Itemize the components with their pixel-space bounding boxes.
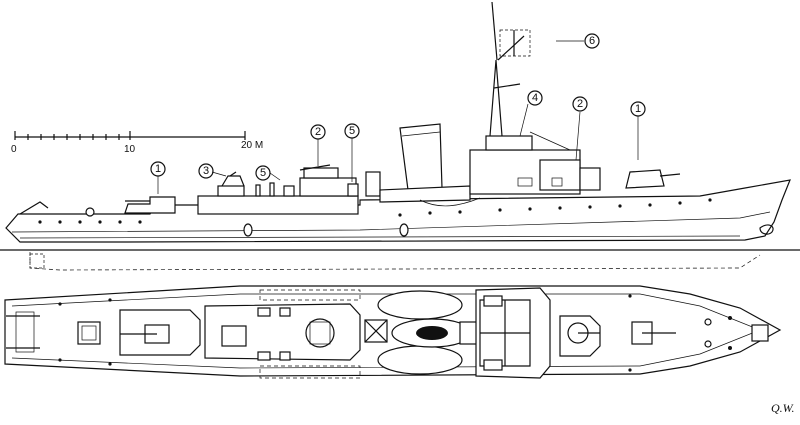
side-profile (0, 1, 800, 271)
aft-deckhouse-side (197, 164, 381, 215)
callout-2-aft-gun: 2 (310, 124, 326, 140)
callout-leaders (157, 40, 639, 194)
callout-6-radar: 6 (584, 33, 600, 49)
bridge-side (469, 1, 601, 195)
scale-label-10: 10 (124, 144, 136, 155)
callout-5-deck-mid: 5 (344, 123, 360, 139)
callout-label: 6 (589, 35, 595, 47)
callout-label: 2 (577, 98, 583, 110)
plan-view (4, 285, 782, 379)
callout-2-bridge-gun: 2 (572, 96, 588, 112)
portholes (38, 198, 712, 224)
aft-gun-plan (77, 321, 101, 345)
aft-gun-side (124, 196, 176, 214)
boat-plan (377, 290, 463, 320)
callout-1-fore-gun: 1 (630, 101, 646, 117)
callout-4-mast: 4 (527, 90, 543, 106)
scale-label-20: 20 M (241, 140, 263, 151)
callouts: 6 4 2 1 2 5 5 3 (150, 33, 646, 181)
fore-gun-side (625, 169, 681, 189)
callout-label: 4 (532, 92, 538, 104)
callout-label: 5 (349, 125, 355, 137)
scale-label-0: 0 (11, 144, 17, 155)
callout-label: 5 (260, 167, 266, 179)
callout-3-aa: 3 (198, 163, 214, 179)
callout-1-aft-gun: 1 (150, 161, 166, 177)
callout-label: 3 (203, 165, 209, 177)
funnel-side (379, 123, 481, 207)
artist-signature: Q.W. (771, 401, 795, 415)
callout-label: 1 (635, 103, 641, 115)
callout-label: 1 (155, 163, 161, 175)
radar-array (499, 29, 531, 57)
boat-plan (377, 345, 463, 375)
gun-mount-plan (305, 318, 335, 348)
callout-5-deck-aft: 5 (255, 165, 271, 181)
scale-bar: 0 10 20 M (11, 131, 263, 155)
callout-label: 2 (315, 126, 321, 138)
